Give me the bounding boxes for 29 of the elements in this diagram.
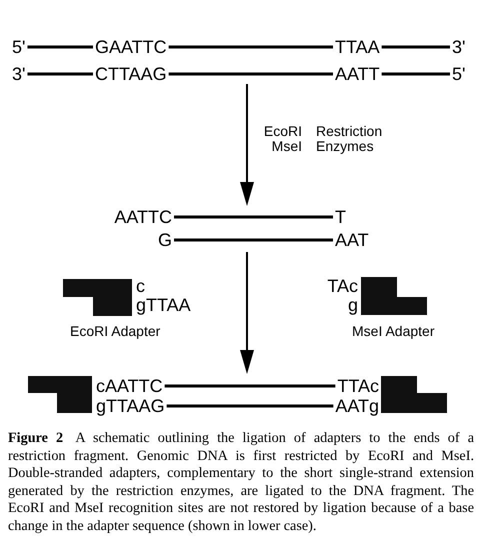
sequence-text: GAATTC — [95, 38, 167, 56]
sequence-text: T — [335, 208, 346, 226]
sequence-text: gTTAAG — [96, 397, 165, 415]
sequence-text: AATTC — [114, 208, 172, 226]
sequence-text: AATT — [335, 65, 380, 83]
arrow — [240, 252, 254, 374]
strand-end-label: 3' — [12, 65, 26, 83]
sequence-text: c — [136, 277, 145, 295]
sequence-text: gTTAA — [136, 296, 191, 314]
sequence-text: CTTAAG — [95, 65, 167, 83]
ligated-dna-fragment — [27, 374, 449, 415]
figure-caption: Figure 2 A schematic outlining the ligation of adapters to the ends of a restriction fragment. Genomic DNA is first restricted by EcoRI and MseI. Double-stranded adapters, complementary to the short single-strand extension generated by the restriction enzymes, are ligated to the DNA fragment. The EcoRI and MseI recognition sites are not restored by ligation because of a base change in the adapter sequence (shown in lower case). — [8, 430, 474, 536]
adapter-caption: MseI Adapter — [352, 324, 434, 339]
sequence-text: TAc — [327, 277, 358, 295]
sequence-text: AAT — [335, 231, 369, 249]
sequence-text: TTAc — [337, 377, 379, 395]
strand-end-label: 5' — [12, 38, 26, 56]
sequence-text: g — [348, 296, 358, 314]
sequence-text: G — [158, 231, 172, 249]
sequence-text: cAATTC — [96, 377, 163, 395]
strand-end-label: 3' — [452, 38, 466, 56]
enzyme-label: Restriction Enzymes — [316, 124, 384, 154]
adapter-caption: EcoRI Adapter — [70, 324, 160, 339]
enzyme-name: MseI — [272, 139, 302, 154]
enzyme-name: EcoRI — [264, 124, 302, 139]
arrow — [240, 84, 254, 206]
sequence-text: TTAA — [335, 38, 380, 56]
sequence-text: AATg — [335, 397, 379, 415]
strand-end-label: 5' — [452, 65, 466, 83]
